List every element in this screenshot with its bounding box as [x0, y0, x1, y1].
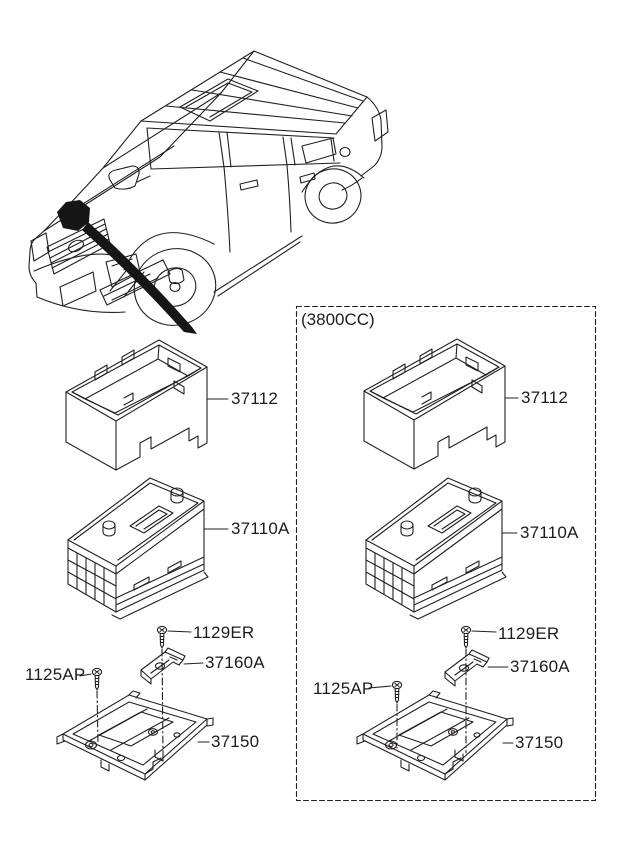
tray-bolt-centerline — [96, 690, 99, 745]
leader-tray-bolt — [79, 673, 92, 677]
leader-clamp-bolt — [167, 630, 192, 633]
clamp-drawing-3800 — [444, 649, 490, 687]
part-label-battery-3800: 37110A — [520, 523, 579, 542]
clamp-bolt-drawing — [156, 625, 168, 649]
tray-bolt-drawing-3800 — [391, 680, 403, 704]
leader-clamp — [183, 662, 204, 665]
part-label-tray-3800: 37150 — [515, 733, 564, 752]
insulation-box-drawing — [65, 339, 208, 471]
battery-drawing — [67, 477, 209, 620]
part-label-clamp: 37160A — [205, 653, 265, 672]
clamp-bolt-drawing-3800 — [460, 625, 472, 649]
leader-clamp-bolt-3800 — [471, 630, 497, 633]
engine-variant-dashed-box — [295, 305, 597, 802]
tray-drawing — [56, 690, 214, 781]
v3800-group-drawings — [356, 338, 519, 781]
clamp-drawing — [140, 647, 186, 685]
engine-variant-header: (3800CC) — [301, 310, 375, 329]
part-label-clamp-3800: 37160A — [510, 657, 570, 676]
standard-group-drawings — [56, 339, 229, 781]
part-label-insulation: 37112 — [231, 389, 279, 408]
insulation-box-drawing-3800 — [363, 338, 506, 470]
part-label-clamp-bolt-3800: 1129ER — [498, 624, 560, 643]
part-label-clamp-bolt: 1129ER — [193, 623, 255, 642]
part-label-tray: 37150 — [211, 732, 260, 751]
clamp-bolt-centerline — [161, 648, 164, 754]
tray-bolt-drawing — [91, 667, 103, 691]
part-label-tray-bolt-3800: 1125AP — [313, 679, 374, 698]
part-label-tray-bolt: 1125AP — [25, 665, 86, 684]
vehicle-drawing — [28, 50, 389, 326]
battery-location-arrow — [57, 200, 197, 334]
battery-drawing-3800 — [365, 477, 507, 620]
tray-drawing-3800 — [356, 690, 514, 781]
part-label-battery: 37110A — [231, 519, 290, 538]
part-label-insulation-3800: 37112 — [521, 388, 569, 407]
leader-tray-bolt-3800 — [368, 685, 392, 689]
